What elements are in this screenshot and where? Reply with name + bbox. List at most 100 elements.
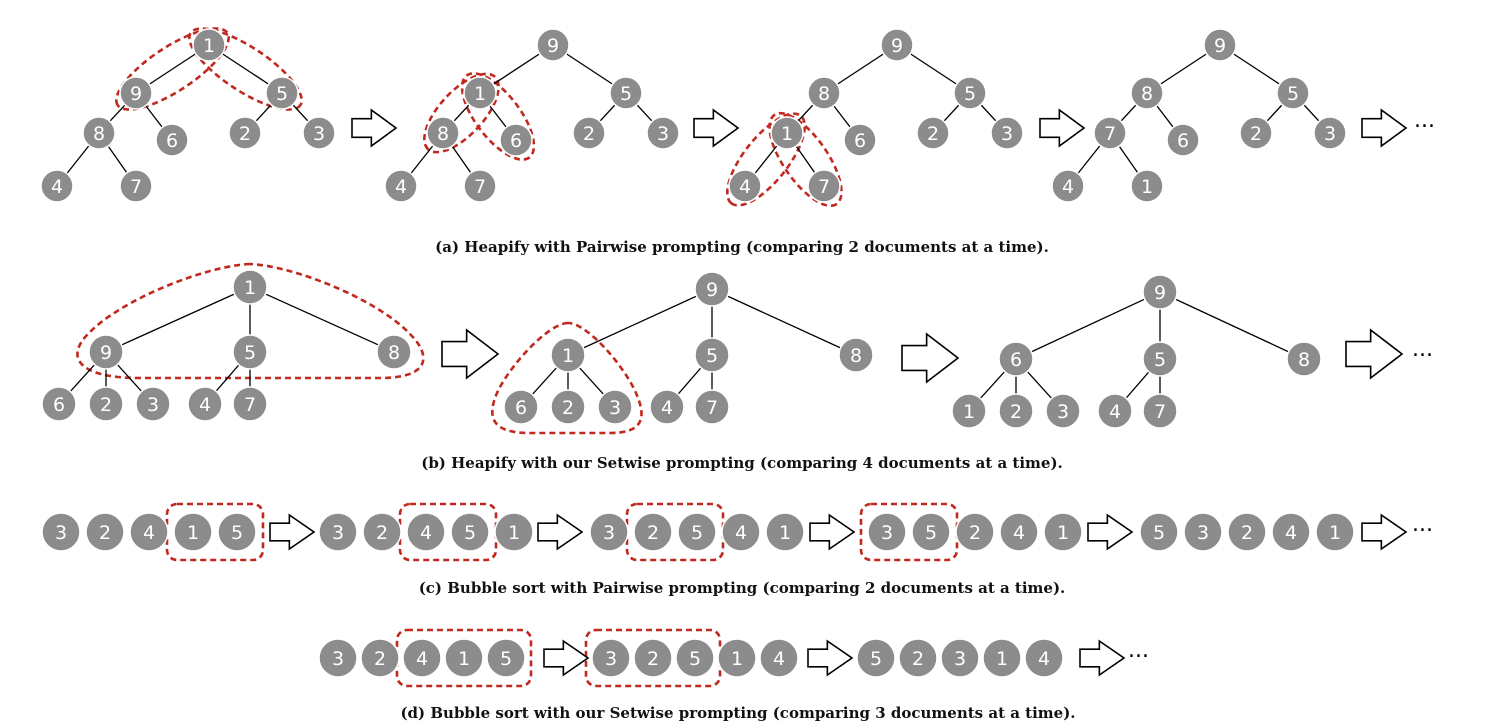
panel-c-step1-node: 3 xyxy=(41,512,81,552)
panel-c-step1-node: 2 xyxy=(85,512,125,552)
node-circle xyxy=(1130,169,1164,203)
node-label: 9 xyxy=(1154,282,1166,304)
node-label: 9 xyxy=(547,35,559,57)
panel-c-step5-node: 2 xyxy=(1227,512,1267,552)
panel-b-arrow xyxy=(441,328,500,380)
panel-b-step3-node: 5 xyxy=(1142,341,1178,377)
node-label: 2 xyxy=(1010,401,1022,423)
panel-d-arrow xyxy=(543,639,590,677)
node-circle xyxy=(916,116,950,150)
node-label: 7 xyxy=(1104,123,1116,145)
panel-a-arrow xyxy=(1361,108,1408,148)
node-circle xyxy=(217,512,257,552)
node-label: 9 xyxy=(706,279,718,301)
panel-d-step2-node: 1 xyxy=(717,638,757,678)
node-circle xyxy=(1313,116,1347,150)
node-circle xyxy=(302,116,336,150)
panel-a-continuation: ··· xyxy=(1414,115,1435,140)
panel-b-step1-edge xyxy=(249,286,395,353)
node-label: 5 xyxy=(231,522,243,544)
node-circle xyxy=(591,638,631,678)
node-circle xyxy=(694,271,730,307)
node-circle xyxy=(232,269,268,305)
panel-c-arrow xyxy=(1087,513,1134,551)
panel-b-step2-node: 5 xyxy=(694,337,730,373)
node-circle xyxy=(1142,341,1178,377)
node-circle xyxy=(770,116,804,150)
node-circle xyxy=(129,512,169,552)
panel-b-step1-node: 8 xyxy=(376,334,412,370)
node-circle xyxy=(406,512,446,552)
node-circle xyxy=(318,638,358,678)
node-label: 2 xyxy=(927,123,939,145)
node-circle xyxy=(362,512,402,552)
panel-c-arrow xyxy=(269,513,316,551)
node-label: 3 xyxy=(1001,123,1013,145)
node-circle xyxy=(1183,512,1223,552)
panel-a-step1-highlight-left xyxy=(115,27,230,111)
node-label: 7 xyxy=(706,397,718,419)
node-label: 3 xyxy=(55,522,67,544)
node-label: 1 xyxy=(996,648,1008,670)
node-circle xyxy=(867,512,907,552)
panel-a-step4-node: 6 xyxy=(1166,123,1200,157)
panel-c-step3-node: 1 xyxy=(765,512,805,552)
panel-a-step1-highlight-right xyxy=(188,27,303,111)
node-label: 2 xyxy=(647,648,659,670)
node-circle xyxy=(807,76,841,110)
panel-d-continuation: ··· xyxy=(1128,645,1149,670)
panel-c-step5-node: 1 xyxy=(1315,512,1355,552)
node-label: 2 xyxy=(100,394,112,416)
panel-b-step3-node: 2 xyxy=(998,393,1034,429)
panel-d-step3-node: 4 xyxy=(1024,638,1064,678)
node-circle xyxy=(1239,116,1273,150)
panel-a-step3-node: 4 xyxy=(728,169,762,203)
panel-b-step3-edge xyxy=(1015,291,1161,360)
node-circle xyxy=(1045,393,1081,429)
panel-d-step2-node: 4 xyxy=(759,638,799,678)
panel-a-step1-node: 5 xyxy=(265,76,299,110)
node-label: 6 xyxy=(166,130,178,152)
panel-b-step2-node: 8 xyxy=(838,337,874,373)
panel-c-step4-node: 2 xyxy=(955,512,995,552)
panel-a-arrow xyxy=(693,108,740,148)
node-circle xyxy=(82,116,116,150)
panel-a-step2-node: 1 xyxy=(463,76,497,110)
node-label: 9 xyxy=(100,342,112,364)
node-circle xyxy=(426,116,460,150)
panel-c-step4-node: 4 xyxy=(999,512,1039,552)
node-label: 2 xyxy=(583,123,595,145)
node-label: 3 xyxy=(881,522,893,544)
node-label: 4 xyxy=(1013,522,1025,544)
panel-c-step1-node: 5 xyxy=(217,512,257,552)
panel-b-step1-node: 3 xyxy=(135,386,171,422)
panel-a-step2-node: 4 xyxy=(384,169,418,203)
node-label: 3 xyxy=(609,397,621,419)
panel-a-step3-node: 8 xyxy=(807,76,841,110)
node-label: 5 xyxy=(276,83,288,105)
panel-d-step2-node: 5 xyxy=(675,638,715,678)
panel-b-arrow xyxy=(901,332,960,384)
panel-c-step4-highlight xyxy=(859,502,959,562)
panel-a-step1-node: 1 xyxy=(192,28,226,62)
panel-c-step2-node: 2 xyxy=(362,512,402,552)
panel-b-step3-node: 6 xyxy=(998,341,1034,377)
node-label: 3 xyxy=(1197,522,1209,544)
panel-c-step5-node: 5 xyxy=(1139,512,1179,552)
node-circle xyxy=(597,389,633,425)
panel-a-arrow xyxy=(351,108,398,148)
node-label: 3 xyxy=(603,522,615,544)
panel-b-step3-node: 9 xyxy=(1142,274,1178,310)
node-label: 7 xyxy=(474,176,486,198)
node-circle xyxy=(572,116,606,150)
panel-d-step1-node: 3 xyxy=(318,638,358,678)
node-circle xyxy=(1203,28,1237,62)
node-label: 3 xyxy=(332,648,344,670)
node-circle xyxy=(41,386,77,422)
node-label: 3 xyxy=(147,394,159,416)
panel-b-step2-node: 7 xyxy=(694,389,730,425)
node-label: 2 xyxy=(562,397,574,419)
node-label: 4 xyxy=(1285,522,1297,544)
node-circle xyxy=(675,638,715,678)
